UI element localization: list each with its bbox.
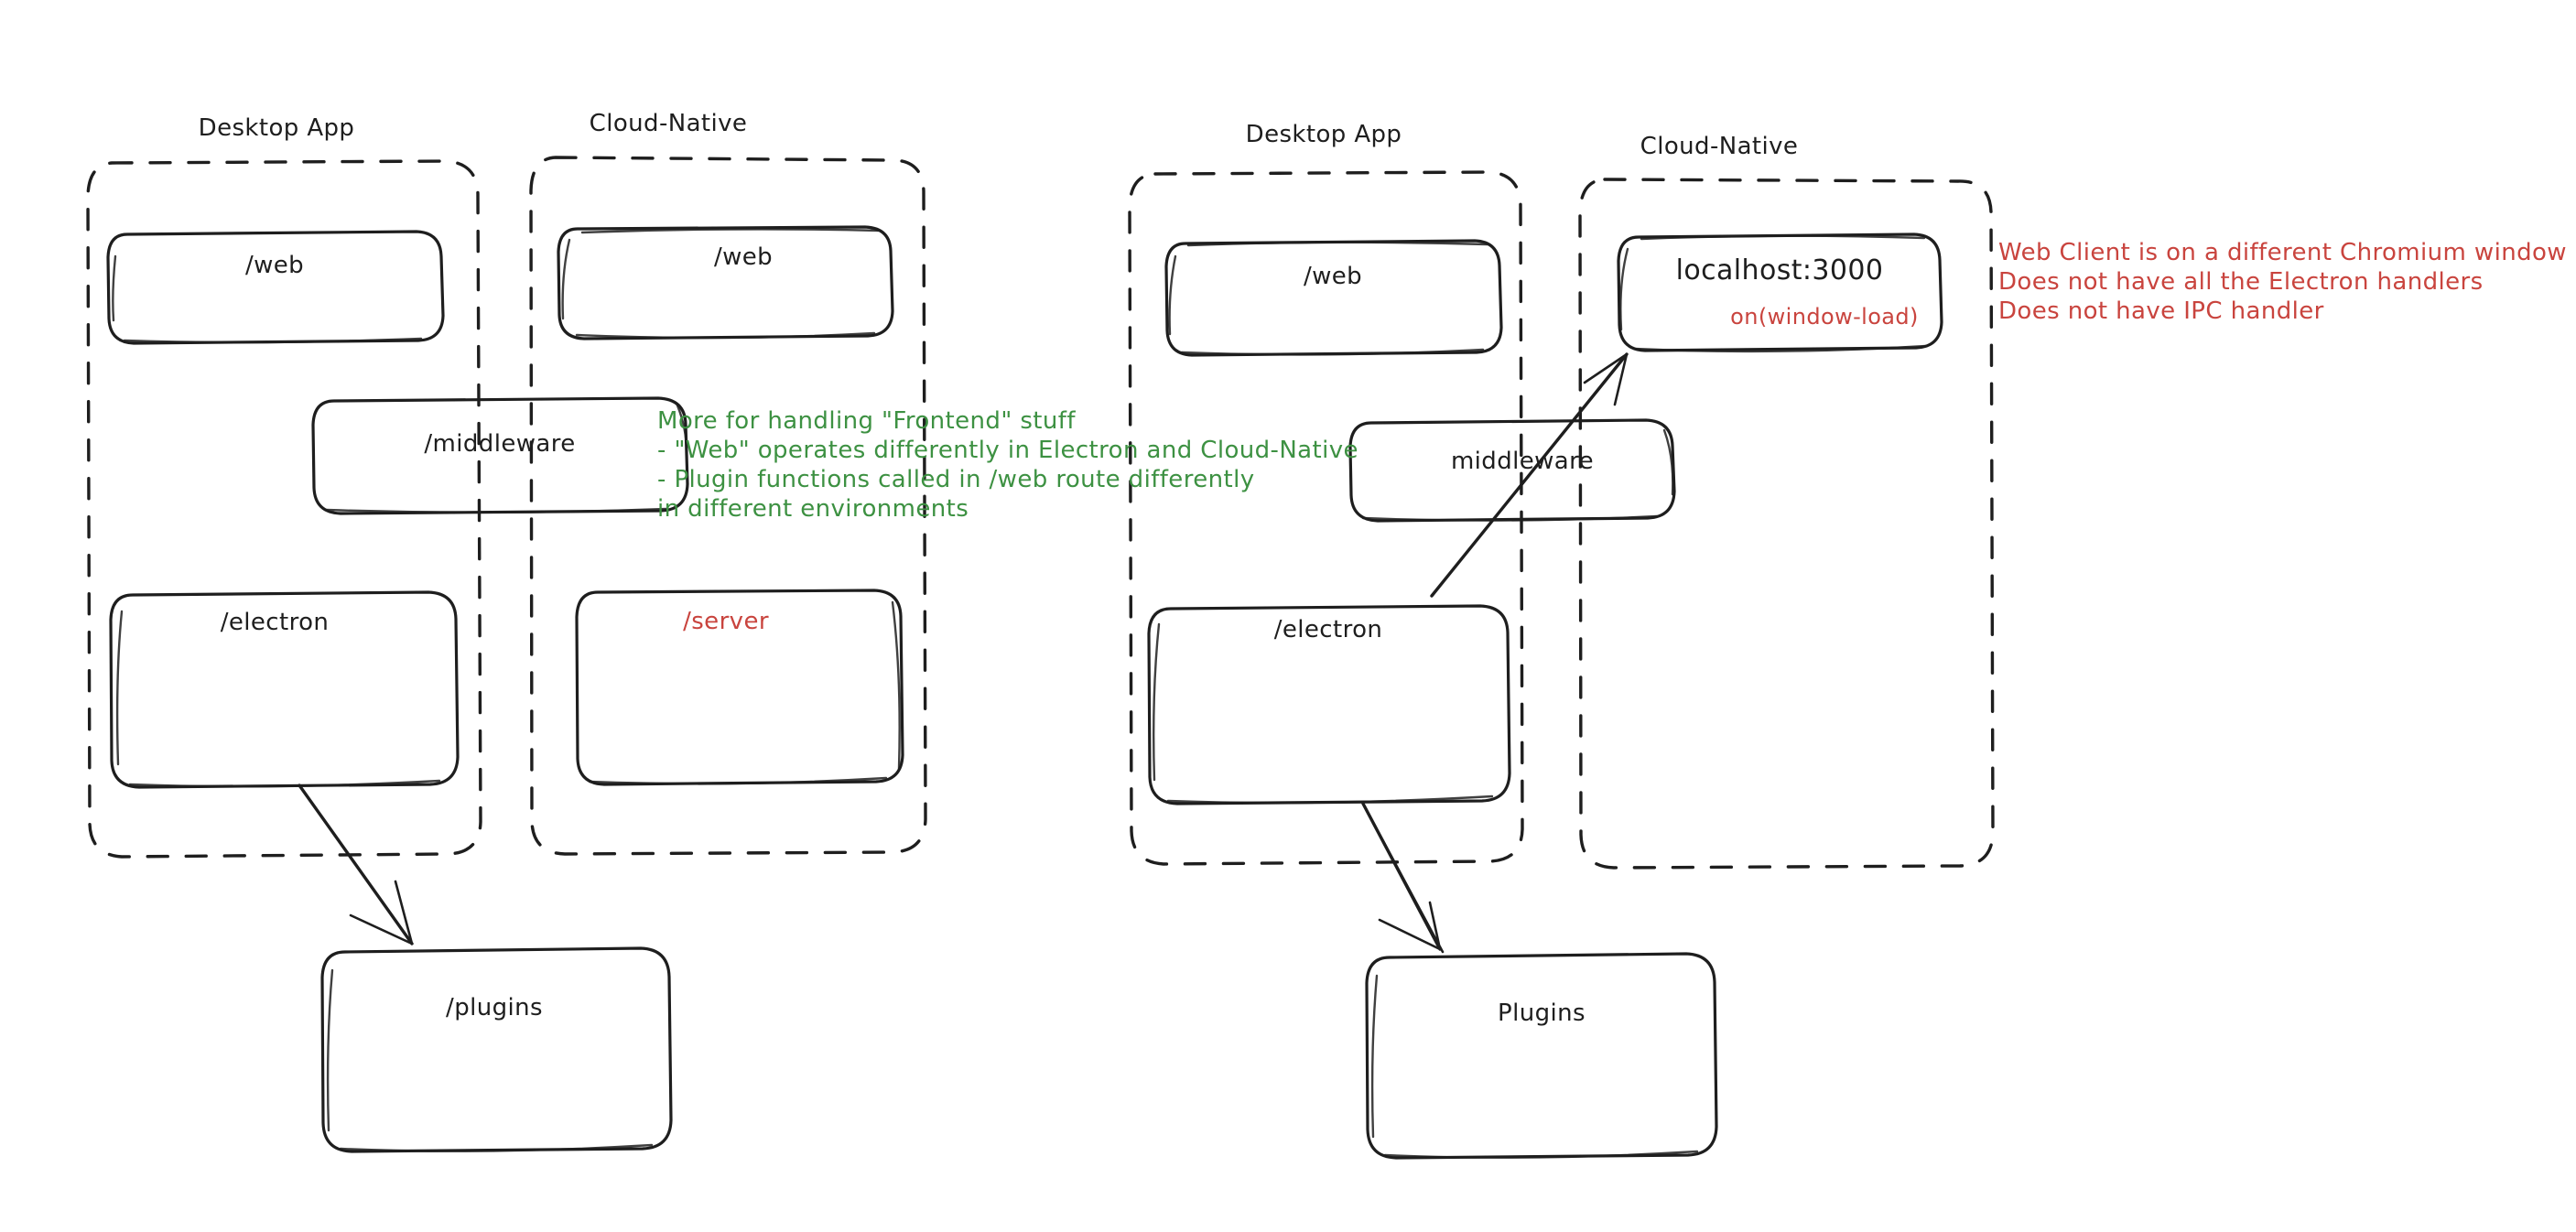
node-shape-right-electron [1147,604,1511,805]
node-shape-left-plugins [320,946,673,1153]
green-note-line-1: More for handling "Frontend" stuff [657,407,1076,435]
node-label-right-localhost[interactable]: localhost:3000 [1675,254,1884,286]
node-shape-right-desktop-web [1164,239,1503,357]
node-shape-right-plugins [1365,952,1718,1160]
node-label-right-electron[interactable]: /electron [1273,616,1383,643]
group-outline-left-desktop-app [86,159,482,859]
green-note-line-4: in different environments [657,495,969,523]
node-shape-left-electron [109,590,460,789]
node-label-left-desktop-web[interactable]: /web [244,252,305,279]
arrow-right-electron-to-plugins [1361,802,1445,954]
green-note-line-2: - "Web" operates differently in Electron… [657,437,1358,464]
node-label-right-desktop-web[interactable]: /web [1303,263,1363,290]
group-label-left-cloud-native: Cloud-Native [589,110,748,137]
node-shape-left-desktop-web [106,230,445,345]
node-shape-right-middleware [1348,418,1676,523]
node-label-left-middleware[interactable]: /middleware [424,430,576,458]
node-shape-right-localhost [1617,232,1943,353]
node-shape-left-middleware [311,396,689,515]
node-label-right-plugins[interactable]: Plugins [1498,1000,1586,1027]
node-label-right-middleware[interactable]: middleware [1450,448,1595,475]
group-label-right-desktop-app: Desktop App [1245,121,1402,148]
node-label-left-plugins[interactable]: /plugins [446,994,543,1021]
red-note-line-3: Does not have IPC handler [1998,297,2324,325]
group-label-left-desktop-app: Desktop App [198,114,355,142]
annotation-green-note: More for handling "Frontend" stuff - "We… [657,406,1358,524]
group-outline-right-desktop-app [1128,170,1524,866]
arrow-left-electron-to-plugins [298,784,414,946]
node-shape-left-cloud-web [557,225,894,340]
node-label-left-cloud-web[interactable]: /web [713,243,774,271]
group-outline-left-cloud-native [529,156,927,856]
green-note-line-3: - Plugin functions called in /web route … [657,466,1255,493]
node-sublabel-right-localhost-onwindowload: on(window-load) [1730,304,1919,330]
group-outline-right-cloud-native [1578,178,1995,870]
red-note-line-1: Web Client is on a different Chromium wi… [1998,239,2567,266]
node-shape-left-server [575,589,904,786]
node-label-left-server[interactable]: /server [683,608,769,635]
group-label-right-cloud-native: Cloud-Native [1640,133,1799,160]
arrow-right-electron-to-localhost [1430,352,1629,598]
red-note-line-2: Does not have all the Electron handlers [1998,268,2484,296]
node-label-left-electron[interactable]: /electron [220,609,330,636]
annotation-red-note: Web Client is on a different Chromium wi… [1998,238,2567,326]
